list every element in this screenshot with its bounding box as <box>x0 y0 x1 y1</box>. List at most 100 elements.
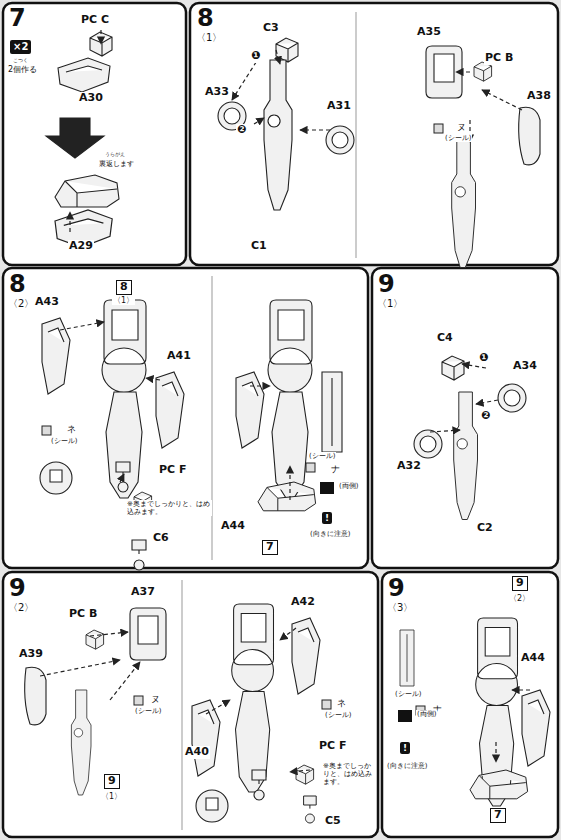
note-text: こつく <box>12 58 29 64</box>
part-name: A38 <box>526 90 552 103</box>
sticker-icon <box>434 124 443 133</box>
step-reference: 9 <box>512 576 528 591</box>
assembly-arrow <box>69 212 70 232</box>
icon-label: ×2 <box>10 40 31 54</box>
assembly-arrow <box>110 662 140 700</box>
sticker-icon <box>134 696 143 705</box>
icon-label: ! <box>400 742 410 754</box>
part-drawing <box>71 690 91 795</box>
note-text: 〈2〉 <box>7 298 35 310</box>
assembly-arrow <box>430 430 460 432</box>
note-text: うらがえ <box>104 152 126 158</box>
part-name: C6 <box>152 532 170 545</box>
part-drawing <box>252 770 266 800</box>
step-number: 9 <box>377 272 396 296</box>
assembly-arrow <box>90 632 128 636</box>
both-sides-icon <box>398 710 412 722</box>
part-name: A40 <box>184 746 210 759</box>
part-drawing <box>236 372 264 448</box>
part-drawing <box>232 604 274 792</box>
note-text: ヌ <box>456 122 467 132</box>
step-panel <box>3 268 368 568</box>
note-text: (シール) <box>394 690 422 698</box>
step-number: 9 <box>8 576 27 600</box>
part-name: PC B <box>484 52 514 65</box>
step-number: 7 <box>8 6 27 30</box>
part-name: C4 <box>436 332 454 345</box>
part-drawing <box>192 700 220 776</box>
note-text: 〈1〉 <box>195 32 223 44</box>
sticker-icon <box>42 426 51 435</box>
part-drawing <box>474 62 492 81</box>
part-name: A31 <box>326 100 352 113</box>
note-text: ネ <box>66 424 77 434</box>
part-name: C2 <box>476 522 494 535</box>
part-name: PC F <box>318 740 347 753</box>
assembly-arrow <box>280 628 296 640</box>
note-text: 2個作る <box>7 65 38 74</box>
part-drawing <box>454 392 478 520</box>
part-name: PC F <box>158 464 187 477</box>
assembly-arrow <box>250 385 270 386</box>
part-drawing <box>400 630 414 686</box>
assembly-arrow <box>289 466 290 500</box>
part-name: A30 <box>78 92 104 105</box>
part-drawing <box>132 540 146 570</box>
assembly-arrow <box>146 378 160 380</box>
assembly-arrow <box>290 770 310 772</box>
note-text: ネ <box>336 698 347 708</box>
part-drawing <box>426 46 462 98</box>
note-text: ナ <box>330 464 341 474</box>
part-name: A29 <box>68 240 94 253</box>
part-drawing <box>40 462 72 494</box>
part-drawing <box>55 175 119 207</box>
note-text: (向きに注意) <box>386 762 428 770</box>
note-text: 〈1〉 <box>376 298 404 310</box>
step-panel <box>3 572 378 837</box>
assembly-arrow <box>300 129 330 130</box>
part-drawing <box>304 796 317 823</box>
step-number: 8 <box>196 6 215 30</box>
part-drawing <box>452 140 476 268</box>
step-reference: 7 <box>262 540 278 555</box>
note-text: (シール) <box>308 452 336 460</box>
part-name: A44 <box>220 520 246 533</box>
part-name: ❷ <box>236 124 247 137</box>
assembly-arrow <box>254 118 264 124</box>
part-drawing <box>276 38 298 62</box>
part-drawing <box>522 690 550 766</box>
part-drawing <box>46 118 104 158</box>
part-name: A42 <box>290 596 316 609</box>
part-drawing <box>116 462 130 492</box>
step-number: 9 <box>387 576 406 600</box>
part-name: C5 <box>324 815 342 828</box>
part-name: C1 <box>250 240 268 253</box>
part-name: A39 <box>18 648 44 661</box>
part-drawing <box>42 318 70 394</box>
part-name: A37 <box>130 586 156 599</box>
note-text: ※奥までしっかりと、はめ込みます。 <box>126 500 212 516</box>
step-reference: 7 <box>490 808 506 823</box>
note-text: 〈2〉 <box>7 602 35 614</box>
assembly-arrow <box>120 474 124 482</box>
part-drawing <box>470 770 528 799</box>
panel-divider <box>182 580 183 830</box>
part-name: A35 <box>416 26 442 39</box>
part-name: A41 <box>166 350 192 363</box>
step-reference: 9 <box>104 774 120 789</box>
part-name: A44 <box>520 652 546 665</box>
part-drawing <box>130 608 166 660</box>
part-name: A34 <box>512 360 538 373</box>
note-text: (両側) <box>338 482 359 490</box>
step-panel <box>190 3 558 265</box>
note-text: (両側) <box>416 710 437 718</box>
note-text: 裏返します <box>98 160 135 168</box>
assembly-arrow <box>495 742 496 762</box>
note-text: 〈1〉 <box>112 296 135 305</box>
part-drawing <box>498 384 526 412</box>
step-reference: 8 <box>116 280 132 295</box>
note-text: 〈2〉 <box>508 594 531 603</box>
assembly-arrow <box>476 400 498 404</box>
note-text: (シール) <box>444 134 472 142</box>
